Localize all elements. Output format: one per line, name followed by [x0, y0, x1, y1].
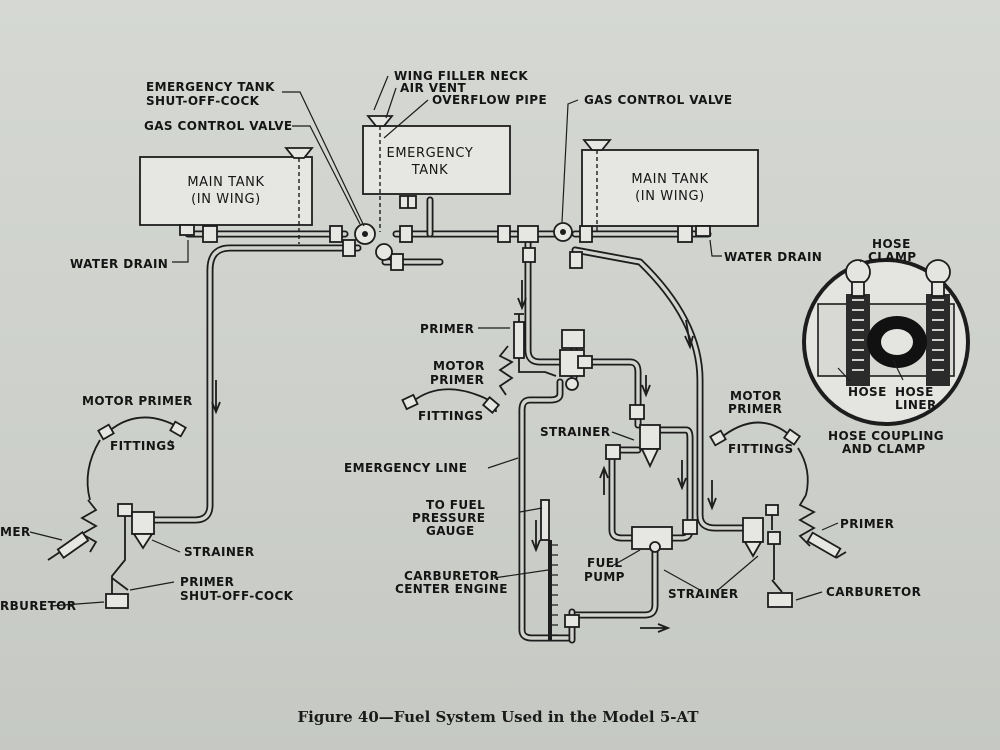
- main-tank-left: MAIN TANK (IN WING): [139, 147, 314, 244]
- label-fittings-left: FITTINGS: [110, 439, 176, 453]
- main-tank-left-line2: (IN WING): [191, 192, 261, 207]
- label-to-fuel-pressure-1: TO FUEL: [426, 498, 485, 512]
- right-engine-assembly: [709, 421, 847, 608]
- left-engine-assembly: [47, 416, 187, 609]
- main-tank-left-line1: MAIN TANK: [187, 175, 264, 190]
- label-gas-control-valve-right: GAS CONTROL VALVE: [584, 93, 733, 107]
- pipe-fittings: [202, 195, 698, 535]
- emergency-tank: EMERGENCY TANK: [362, 115, 511, 232]
- label-hose-clamp-2: CLAMP: [868, 250, 916, 264]
- emergency-tank-line2: TANK: [411, 163, 448, 178]
- label-hose-clamp-1: HOSE: [872, 237, 911, 251]
- main-tank-right-line2: (IN WING): [635, 189, 705, 204]
- flow-arrows: [211, 280, 717, 633]
- label-strainer-right: STRAINER: [668, 587, 739, 601]
- label-gas-control-valve-left: GAS CONTROL VALVE: [144, 119, 293, 133]
- label-hose: HOSE: [848, 385, 887, 399]
- label-primer-shutoff-1: PRIMER: [180, 575, 234, 589]
- label-wing-filler-neck: WING FILLER NECK: [394, 69, 528, 83]
- labels: EMERGENCY TANK SHUT-OFF-COCK GAS CONTROL…: [0, 69, 944, 613]
- emergency-tank-line1: EMERGENCY: [387, 146, 474, 161]
- label-hose-liner-2: LINER: [895, 398, 937, 412]
- figure-caption: Figure 40—Fuel System Used in the Model …: [297, 708, 699, 726]
- label-primer-shutoff-2: SHUT-OFF-COCK: [180, 589, 294, 603]
- label-air-vent: AIR VENT: [400, 81, 466, 95]
- label-primer-center: PRIMER: [420, 322, 474, 336]
- label-water-drain-left: WATER DRAIN: [70, 257, 168, 271]
- label-hose-liner-1: HOSE: [895, 385, 934, 399]
- label-fittings-center: FITTINGS: [418, 409, 484, 423]
- label-motor-primer-center-1: MOTOR: [433, 359, 485, 373]
- label-water-drain-right: WATER DRAIN: [724, 250, 822, 264]
- label-motor-primer-right-2: PRIMER: [728, 402, 782, 416]
- label-motor-primer-right-1: MOTOR: [730, 389, 782, 403]
- label-carburetor-center-1: CARBURETOR: [404, 569, 499, 583]
- label-strainer-center: STRAINER: [540, 425, 611, 439]
- label-hose-coupling-2: AND CLAMP: [842, 442, 926, 456]
- label-overflow-pipe: OVERFLOW PIPE: [432, 93, 547, 107]
- hose-coupling-detail: [802, 258, 970, 426]
- label-motor-primer-center-2: PRIMER: [430, 373, 484, 387]
- label-emergency-tank-shutoff-2: SHUT-OFF-COCK: [146, 94, 260, 108]
- label-fittings-right: FITTINGS: [728, 442, 794, 456]
- center-strainer-pump: [540, 424, 673, 640]
- label-carburetor-right: CARBURETOR: [826, 585, 921, 599]
- label-hose-coupling-1: HOSE COUPLING: [828, 429, 944, 443]
- center-primer-assembly: [401, 313, 557, 414]
- label-to-fuel-pressure-3: GAUGE: [426, 524, 475, 538]
- label-primer-right: PRIMER: [840, 517, 894, 531]
- label-to-fuel-pressure-2: PRESSURE: [412, 511, 485, 525]
- label-primer-left: MER: [0, 525, 31, 539]
- leader-lines: [29, 75, 904, 607]
- label-strainer-left: STRAINER: [184, 545, 255, 559]
- main-tank-right-line1: MAIN TANK: [631, 172, 708, 187]
- label-fuel-pump-2: PUMP: [584, 570, 625, 584]
- label-carburetor-center-2: CENTER ENGINE: [395, 582, 508, 596]
- label-motor-primer-left: MOTOR PRIMER: [82, 394, 193, 408]
- label-emergency-line: EMERGENCY LINE: [344, 461, 467, 475]
- main-tank-right: MAIN TANK (IN WING): [581, 139, 759, 237]
- label-fuel-pump-1: FUEL: [587, 556, 622, 570]
- label-emergency-tank-shutoff-1: EMERGENCY TANK: [146, 80, 275, 94]
- label-carburetor-left: RBURETOR: [0, 599, 76, 613]
